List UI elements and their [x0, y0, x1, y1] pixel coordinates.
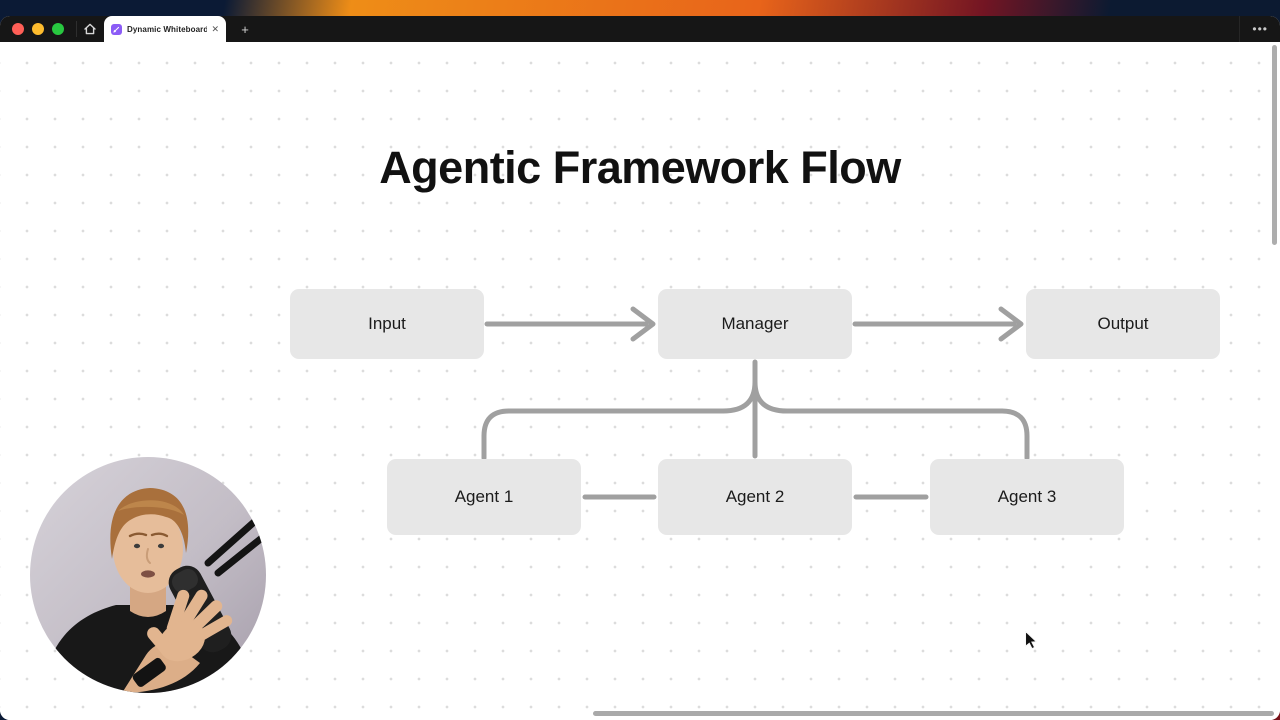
- flow-connectors: [481, 306, 1030, 500]
- browser-window: Dynamic Whiteboard ✕ + ••• Agentic Frame…: [0, 16, 1280, 720]
- mouse-cursor-icon: [1025, 631, 1038, 649]
- whiteboard-canvas[interactable]: Agentic Framework Flow: [0, 42, 1280, 720]
- node-output[interactable]: Output: [1026, 289, 1220, 359]
- presenter-nose: [145, 548, 151, 564]
- vertical-scrollbar[interactable]: [1272, 45, 1277, 245]
- presenter-watch: [132, 657, 166, 687]
- edge-input-manager-arrowhead: [630, 306, 656, 342]
- close-window-button[interactable]: [12, 23, 24, 35]
- presenter-hand: [122, 589, 233, 693]
- presenter-eyebrows: [128, 532, 169, 538]
- new-tab-button[interactable]: +: [241, 21, 249, 37]
- browser-menu-button[interactable]: •••: [1252, 22, 1268, 36]
- minimize-window-button[interactable]: [32, 23, 44, 35]
- tab-dynamic-whiteboard[interactable]: Dynamic Whiteboard ✕: [104, 16, 226, 42]
- node-agent-2[interactable]: Agent 2: [658, 459, 852, 535]
- presenter-eye-right: [157, 543, 165, 549]
- presenter-hair-highlight: [118, 500, 184, 515]
- tabbar-divider: [76, 21, 77, 37]
- presenter-webcam-overlay: [30, 457, 266, 693]
- board-title[interactable]: Agentic Framework Flow: [379, 142, 901, 193]
- presenter-mouth: [141, 570, 155, 578]
- zoom-window-button[interactable]: [52, 23, 64, 35]
- node-agent-3[interactable]: Agent 3: [930, 459, 1124, 535]
- browser-tab-bar: Dynamic Whiteboard ✕ + •••: [0, 16, 1280, 42]
- mic-boom-arm: [204, 511, 266, 577]
- edge-manager-agent3: [752, 379, 1030, 461]
- presenter-eye-left: [133, 543, 141, 549]
- home-button[interactable]: [77, 16, 103, 42]
- home-icon: [84, 23, 96, 35]
- node-manager[interactable]: Manager: [658, 289, 852, 359]
- edge-manager-agent1: [481, 379, 758, 461]
- node-agent-1[interactable]: Agent 1: [387, 459, 581, 535]
- whiteboard-favicon-icon: [111, 23, 122, 35]
- tabbar-right-divider: [1239, 16, 1241, 42]
- window-controls: [0, 23, 76, 35]
- edge-manager-output-arrowhead: [998, 306, 1024, 342]
- horizontal-scrollbar[interactable]: [593, 711, 1274, 716]
- tab-title: Dynamic Whiteboard: [127, 24, 208, 34]
- node-input[interactable]: Input: [290, 289, 484, 359]
- tab-close-icon[interactable]: ✕: [211, 23, 219, 34]
